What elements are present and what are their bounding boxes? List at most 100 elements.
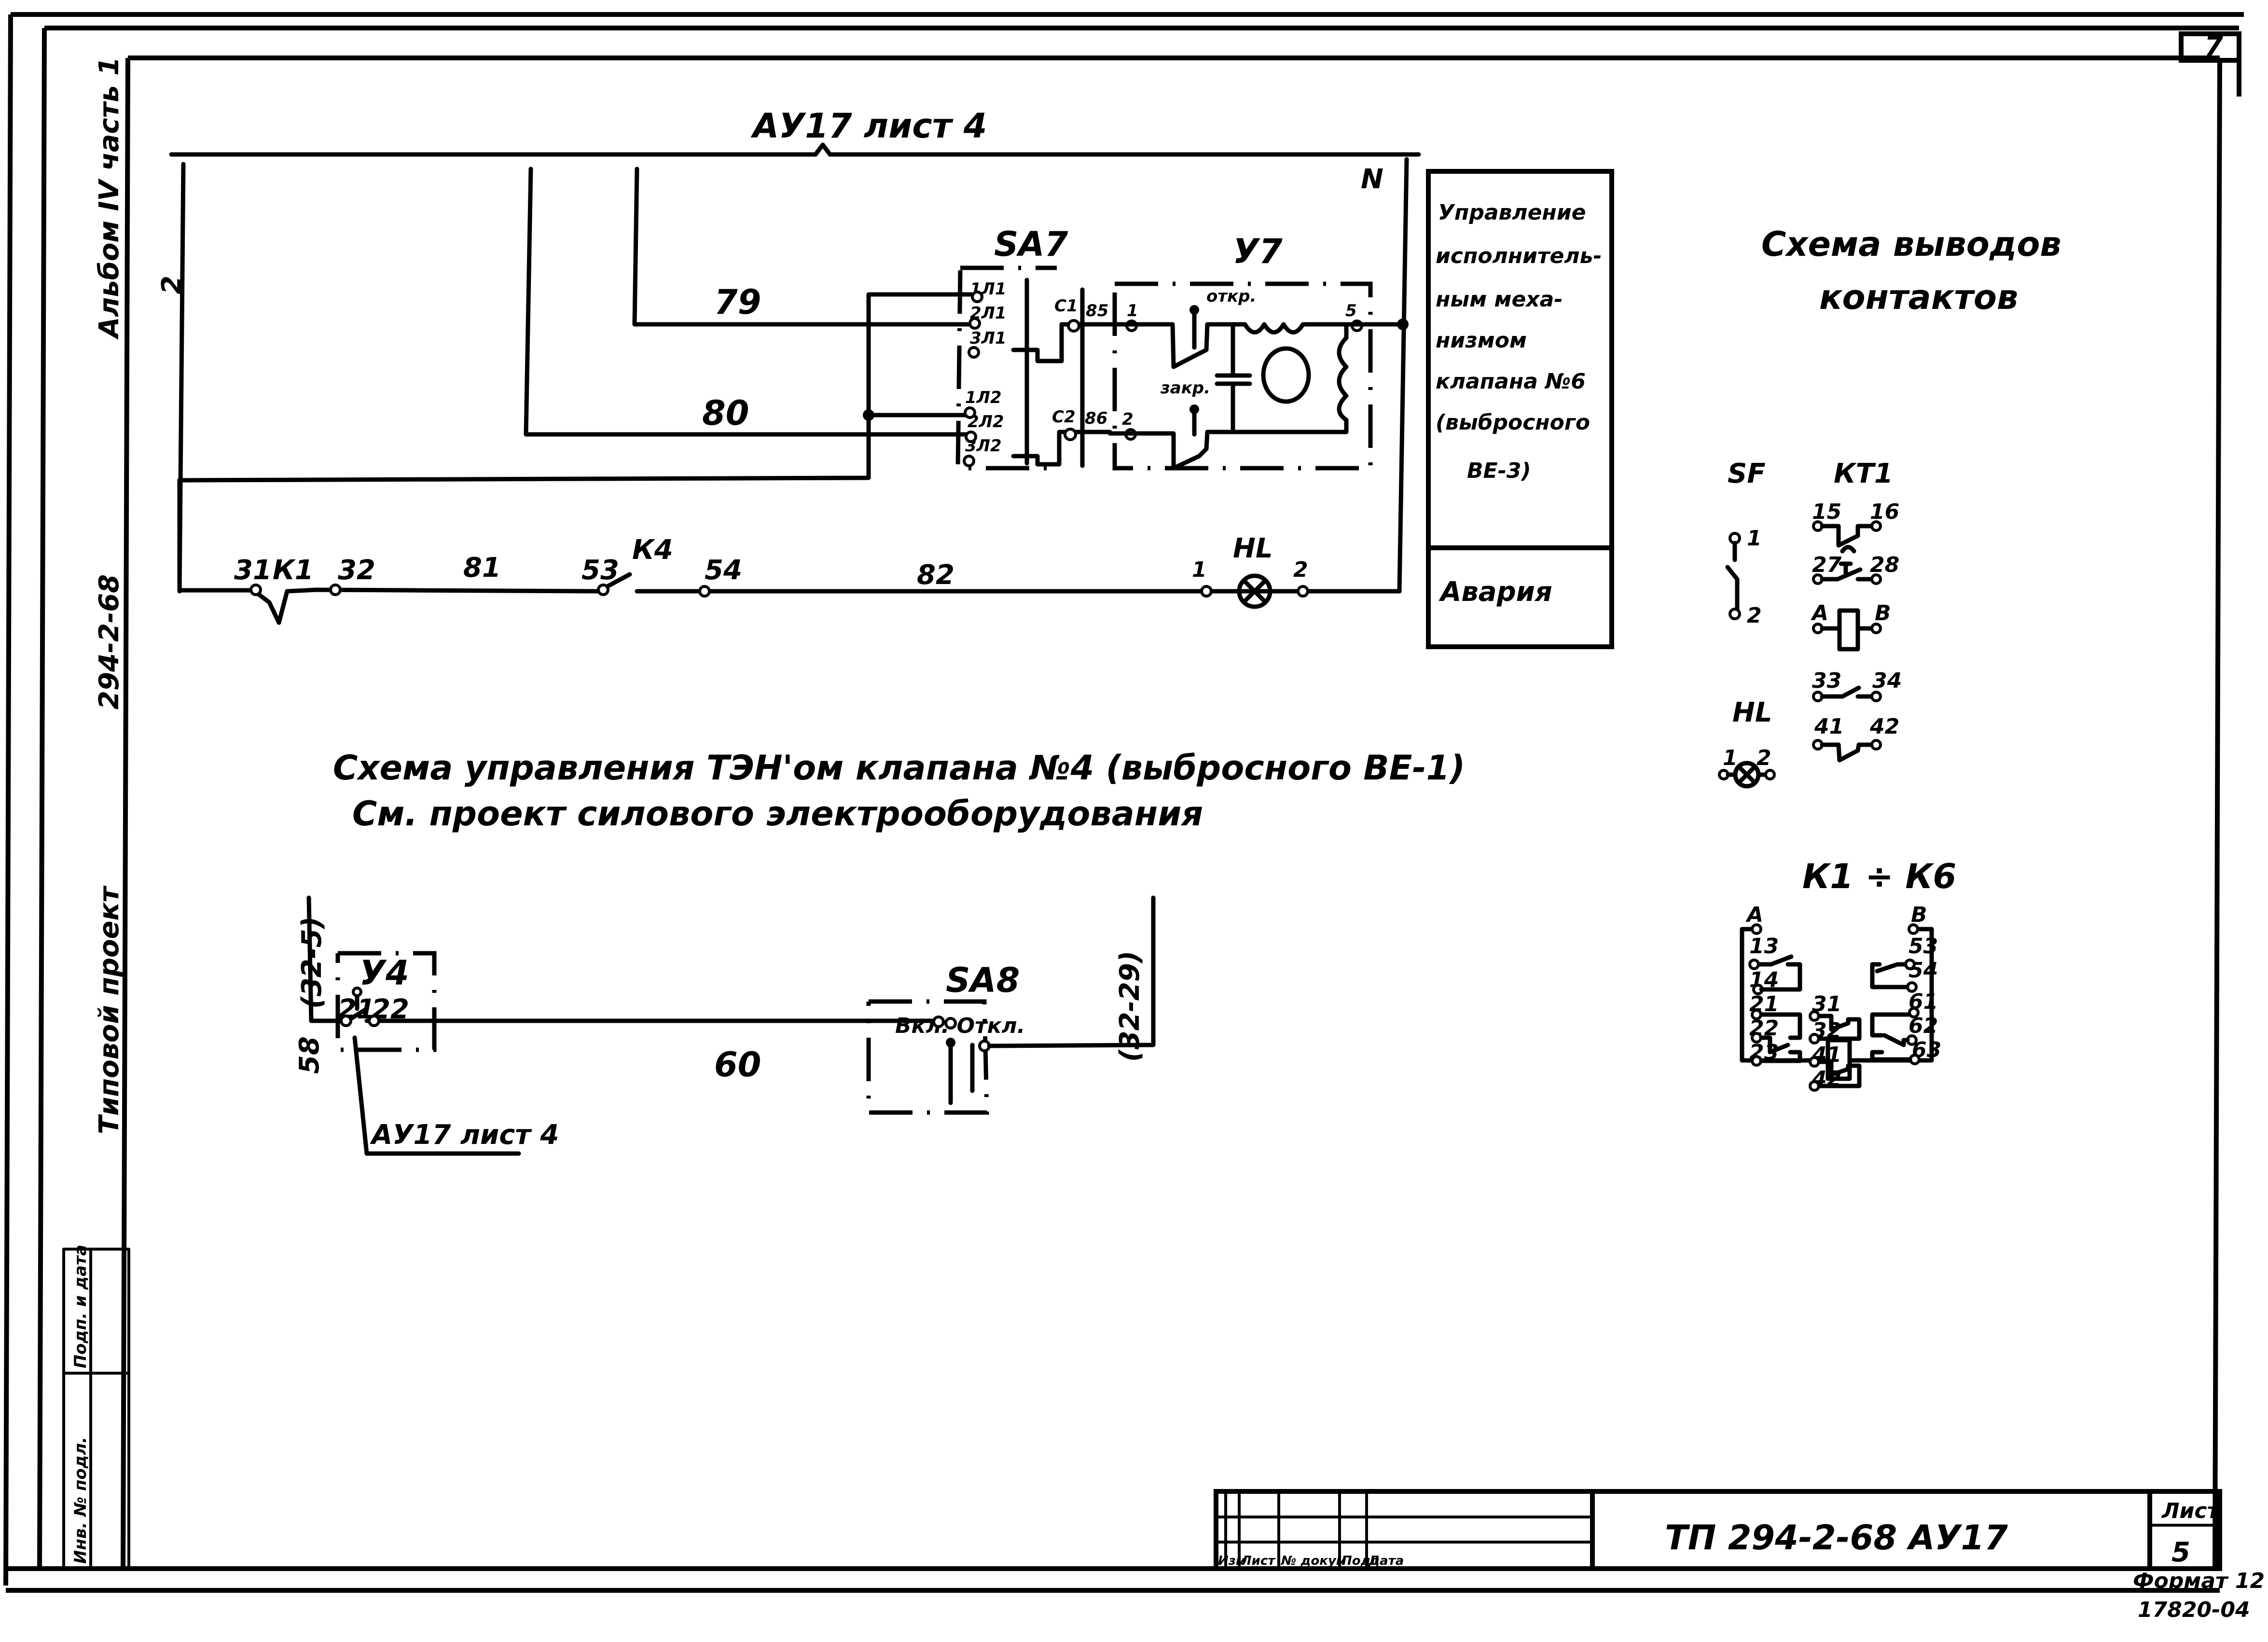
lower-title-line-1: Схема управления ТЭН'ом клапана №4 (выбр…	[333, 748, 1465, 788]
sa7-contact-1l2: 1Л2	[965, 388, 1002, 407]
kt1-term-15: 15	[1812, 500, 1841, 524]
hl-legend-label: HL	[1732, 697, 1772, 728]
album-label: Альбом IV часть 1	[94, 57, 125, 340]
right-ref: (32-29)	[1114, 951, 1146, 1062]
kt1-term-16: 16	[1870, 500, 1899, 524]
sa7-c1: С1	[1054, 296, 1078, 316]
hl-legend-term-1: 1	[1723, 746, 1738, 770]
left-ref: (32-5)	[296, 917, 328, 1009]
legend-line-4: низмом	[1436, 328, 1527, 353]
kt1-relay: КТ1 15 16 27 28 А В 33 34	[1811, 458, 1902, 763]
col-change: Изм	[1218, 1554, 1246, 1568]
k-coil-b: В	[1911, 903, 1927, 927]
k4-label: К4	[632, 534, 673, 566]
lamp-icon	[1733, 761, 1761, 789]
terminal-legend: Схема выводов контактов SF 1 2 HL 1 2	[1718, 224, 2061, 1092]
sa7-contact-3l1: 3Л1	[970, 329, 1007, 348]
hl-term-1: 1	[1192, 557, 1207, 582]
format-label: Формат 12	[2133, 1569, 2265, 1593]
sheet-frame	[3, 12, 2244, 1593]
kt1-term-27: 27	[1812, 553, 1842, 577]
hl-label: HL	[1233, 533, 1273, 564]
lamp-icon	[1237, 573, 1272, 609]
kt1-term-b: В	[1875, 601, 1891, 626]
kt1-term-42: 42	[1869, 714, 1899, 739]
side-stamp: Альбом IV часть 1 294-2-68 Типовой проек…	[94, 57, 125, 1134]
left-bus-label: 2	[156, 276, 188, 294]
left-wire-58: 58	[294, 1036, 325, 1074]
legend-box: Управление исполнитель- ным меха- низмом…	[1426, 169, 1614, 649]
legend-line-5: клапана №6	[1436, 369, 1586, 394]
lower-schematic: Схема управления ТЭН'ом клапана №4 (выбр…	[294, 748, 1465, 1156]
sa8-switch: SA8 Вкл. Откл.	[866, 895, 1156, 1115]
corner-sheet-number: 7	[2204, 31, 2223, 62]
alarm-line: 31 К1 32 81 53 К4 54 82 1 HL 2	[177, 478, 1402, 625]
sign-date-label: Подп. и дата	[71, 1245, 90, 1368]
k-left-13: 13	[1749, 934, 1779, 959]
sf-term-2: 2	[1747, 603, 1762, 628]
y7-term-5: 5	[1345, 301, 1357, 320]
y7-label: У7	[1233, 232, 1283, 271]
y7-close-label: закр.	[1160, 378, 1210, 398]
inv-no-label: Инв. № подл.	[71, 1437, 90, 1564]
legend-line-2: исполнитель-	[1436, 244, 1602, 268]
kt1-term-a: А	[1811, 601, 1828, 626]
kt1-term-34: 34	[1872, 668, 1902, 693]
k1-k6-relay: К1 ÷ К6 А В 13 14 21 22 23	[1740, 857, 1956, 1092]
lower-title-line-2: См. проект силового электрооборудования	[352, 794, 1203, 834]
legend-title-2: контактов	[1819, 278, 2018, 317]
k-right-53: 53	[1908, 934, 1938, 959]
k1-k6-label: К1 ÷ К6	[1802, 857, 1956, 896]
hl-term-2: 2	[1293, 557, 1308, 582]
col-sheet: Лист	[1241, 1554, 1276, 1568]
legend-title-1: Схема выводов	[1761, 224, 2061, 264]
document-designation: ТП 294-2-68 АУ17	[1665, 1518, 2008, 1558]
k1-term-32: 32	[338, 555, 375, 586]
alarm-label: Авария	[1438, 576, 1552, 608]
wire-85: 85	[1086, 301, 1108, 320]
hl-legend-term-2: 2	[1756, 746, 1771, 770]
right-bus-label: N	[1361, 164, 1383, 195]
sf-breaker: SF 1 2	[1725, 458, 1766, 628]
kt1-term-41: 41	[1814, 714, 1844, 739]
legend-line-6: (выбросного	[1436, 410, 1590, 435]
y7-open-label: откр.	[1206, 287, 1256, 306]
k-coil-a: А	[1745, 903, 1763, 927]
k4-term-54: 54	[705, 555, 742, 586]
project-type-label: Типовой проект	[94, 885, 125, 1134]
wire-82: 82	[917, 559, 954, 591]
y7-term-2: 2	[1122, 410, 1134, 429]
sheet-label: Лист	[2161, 1499, 2220, 1523]
sa7-switch: SA7 1Л1 2Л1 3Л1 1Л2 2Л2 3Л2 С1 С2 85 86	[955, 224, 1112, 471]
legend-line-7: ВЕ-3)	[1467, 459, 1531, 483]
wire-79: 79	[714, 282, 761, 322]
wire-80: 80	[702, 393, 749, 433]
title-block: Изм Лист № докум Подп Дата ТП 294-2-68 А…	[1214, 1489, 2222, 1571]
col-doc-no: № докум	[1281, 1554, 1346, 1568]
upper-schematic: АУ17 лист 4 2 N 79 80 SA7 1Л1 2Л1 3Л1 1Л…	[156, 106, 1614, 649]
y7-actuator: У7 1 2 откр. закр. 5	[1107, 232, 1409, 471]
archive-number: 17820-04	[2138, 1598, 2250, 1622]
y4-ref-note: АУ17 лист 4	[370, 1119, 559, 1151]
col-sign: Подп	[1341, 1554, 1380, 1568]
k4-term-53: 53	[581, 555, 619, 586]
inventory-block: Инв. № подл. Подп. и дата	[62, 1245, 130, 1569]
wire-81: 81	[463, 552, 501, 584]
wire-60: 60	[714, 1045, 761, 1085]
motor-icon	[1261, 346, 1311, 404]
col-date: Дата	[1368, 1554, 1404, 1568]
y7-term-1: 1	[1127, 301, 1138, 320]
sf-label: SF	[1728, 458, 1766, 489]
sheet-number: 5	[2171, 1537, 2190, 1568]
project-code-label: 294-2-68	[94, 574, 125, 710]
y4-element: У4 21 22	[309, 951, 548, 1052]
k1-term-31: 31	[234, 555, 272, 586]
sa8-label: SA8	[946, 960, 1020, 1000]
sa8-positions: Вкл. Откл.	[895, 1014, 1025, 1038]
y4-label: У4	[360, 953, 409, 993]
kt1-term-33: 33	[1812, 668, 1841, 693]
sa7-label: SA7	[994, 224, 1068, 264]
kt1-term-28: 28	[1870, 553, 1899, 577]
hl-lamp: HL 1 2	[1718, 697, 1776, 789]
